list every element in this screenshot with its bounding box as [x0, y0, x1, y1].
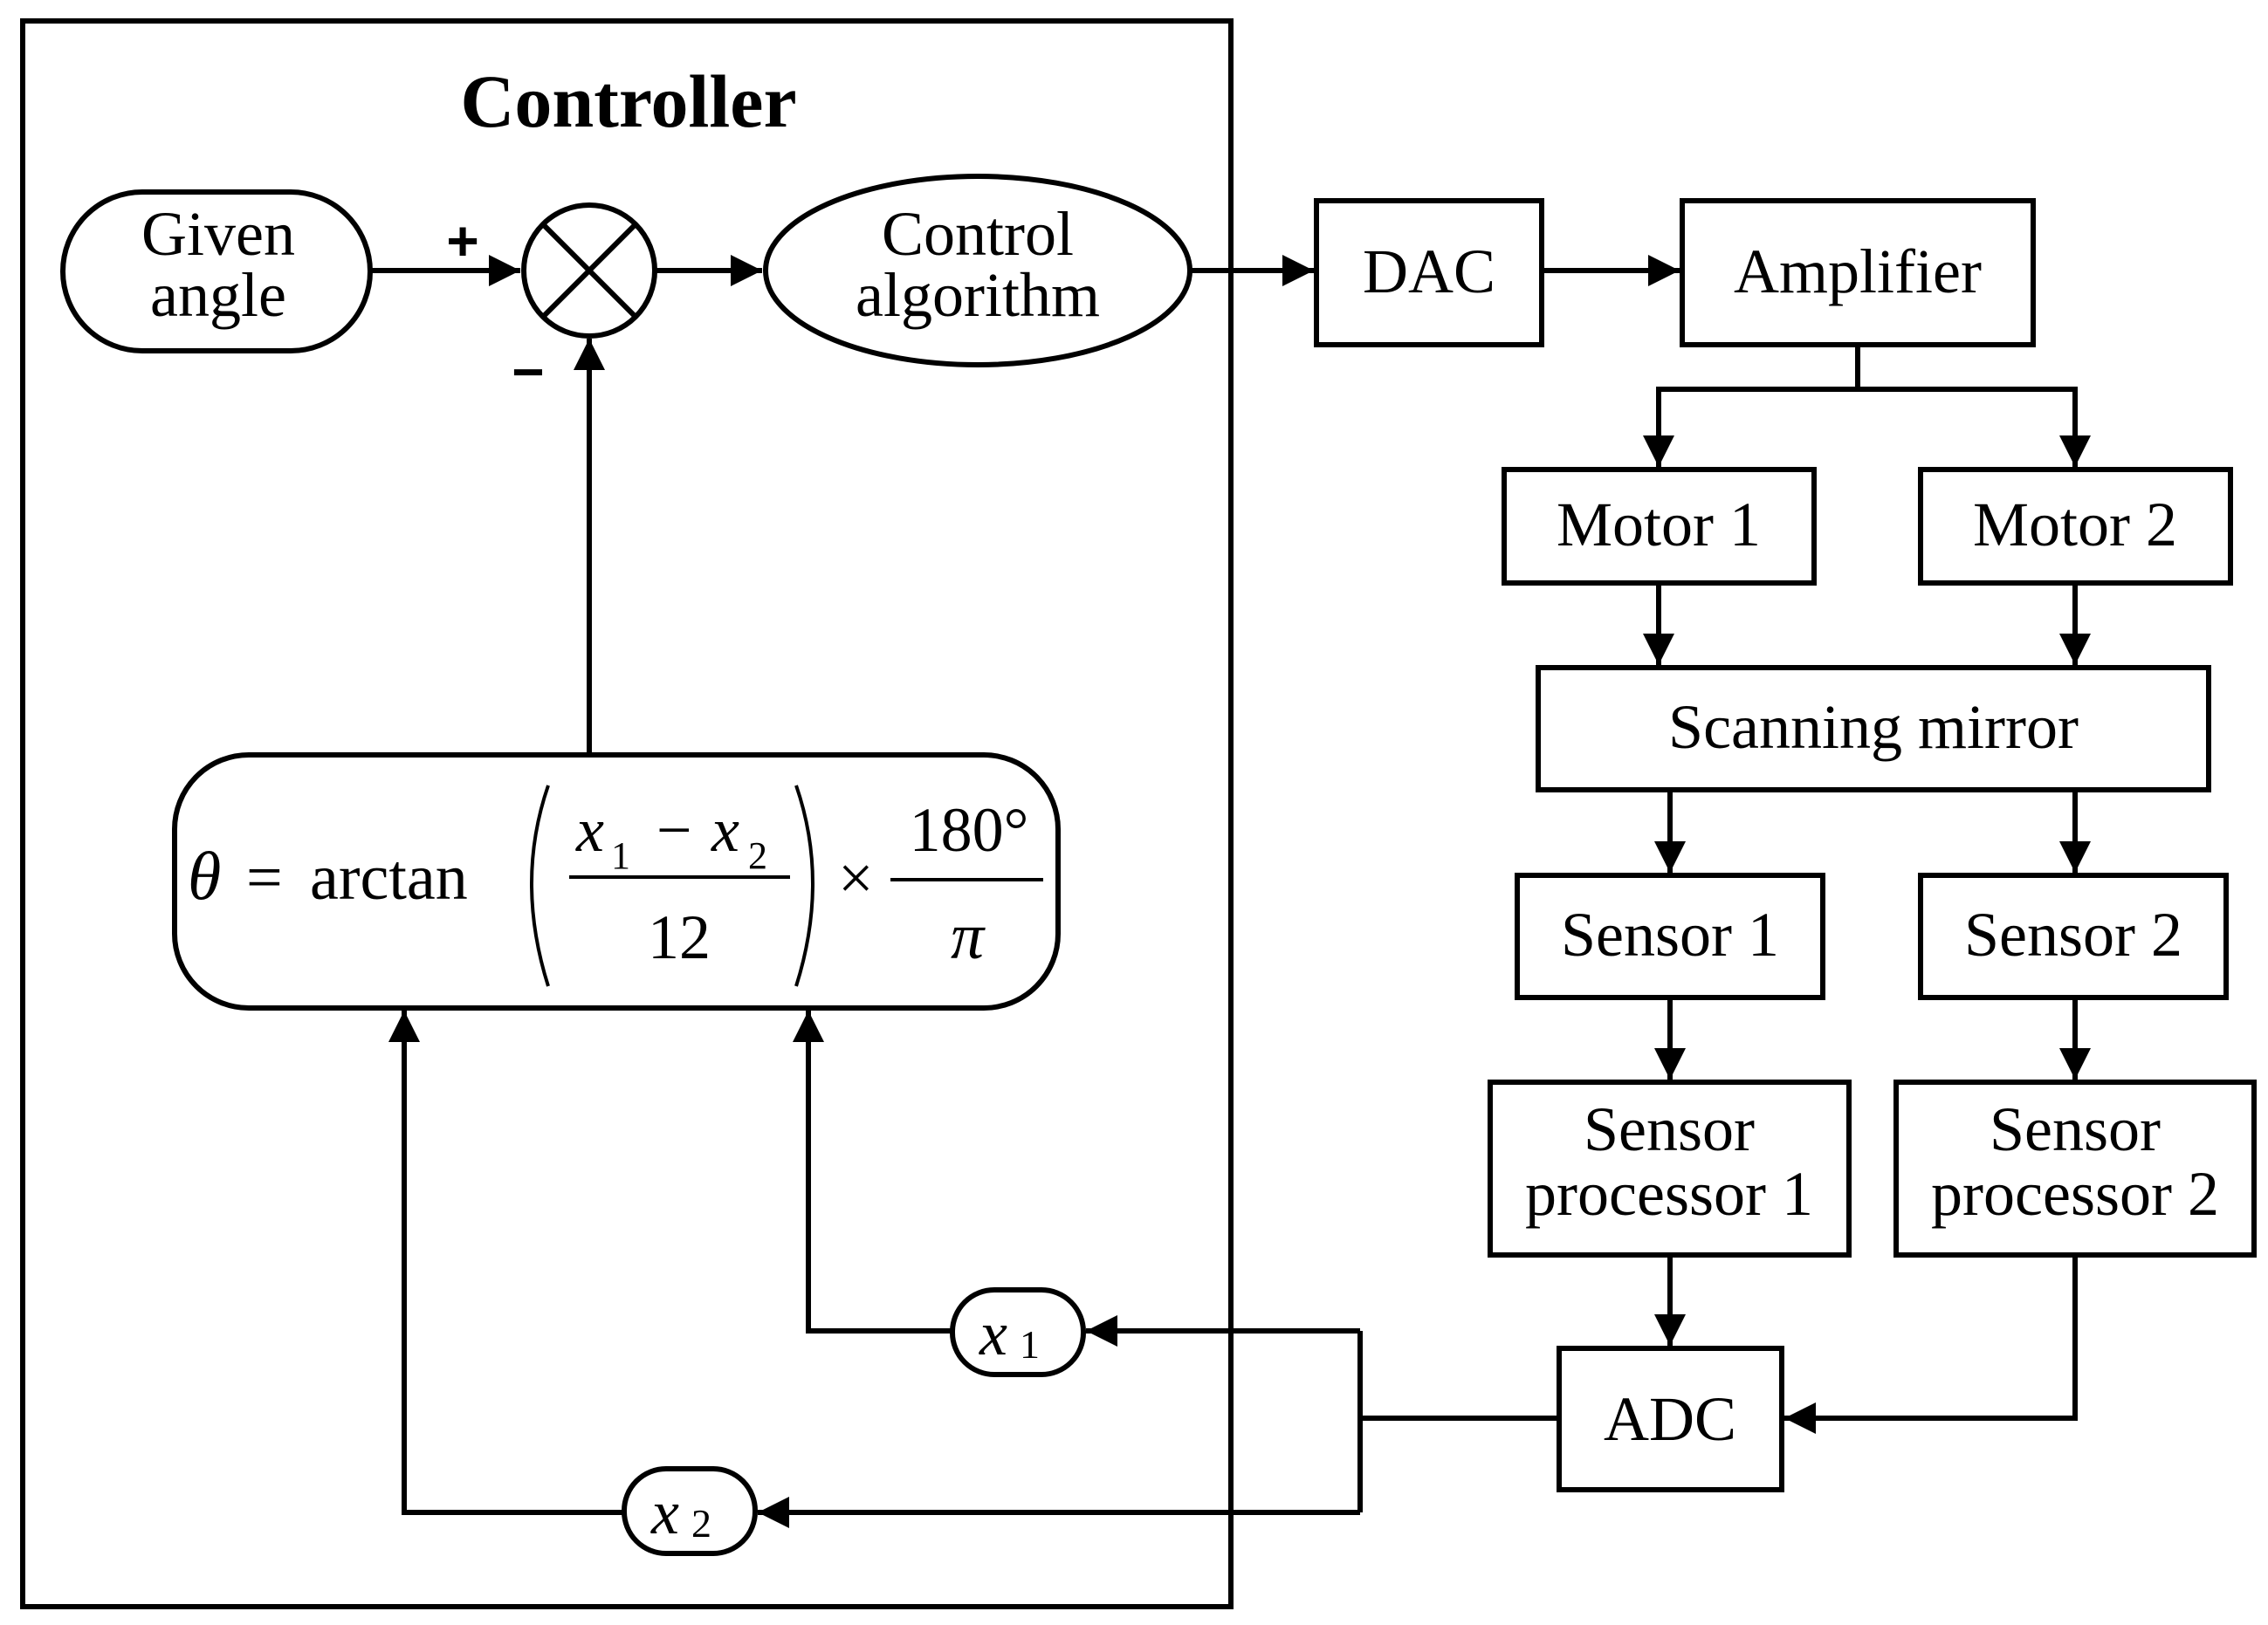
angle-formula: θ = arctan x 1 − x 2 12 × 180° π — [188, 785, 1043, 987]
controller-frame — [20, 18, 1234, 1609]
control-algorithm-label: algorithm — [856, 260, 1100, 330]
svg-text:×: × — [838, 843, 874, 913]
sensor-processor1-label: Sensor — [1584, 1094, 1755, 1164]
svg-text:arctan: arctan — [310, 842, 468, 914]
sensor2-label: Sensor 2 — [1964, 900, 2182, 970]
motor1-label: Motor 1 — [1557, 490, 1761, 559]
adc-label: ADC — [1604, 1384, 1736, 1454]
sensor1-block — [1515, 873, 1825, 1000]
motor2-label: Motor 2 — [1973, 490, 2177, 559]
sensor-processor2-label: Sensor — [1990, 1094, 2161, 1164]
x1-signal-node — [950, 1287, 1086, 1377]
sensor-processor2-label: processor 2 — [1931, 1159, 2219, 1229]
svg-text:θ: θ — [188, 838, 221, 914]
svg-text:2: 2 — [691, 1501, 711, 1546]
connectors — [370, 255, 2091, 1528]
svg-text:2: 2 — [748, 834, 767, 877]
sensor-processor1-block — [1488, 1080, 1852, 1258]
sensor-processor1-label: processor 1 — [1525, 1159, 1813, 1229]
svg-text:−: − — [656, 795, 692, 865]
motor2-block — [1918, 467, 2233, 586]
formula-box — [172, 752, 1061, 1011]
svg-text:1: 1 — [1020, 1322, 1040, 1367]
sensor-processor2-block — [1893, 1080, 2257, 1258]
scanning-mirror-block — [1536, 665, 2211, 792]
svg-text:x: x — [711, 795, 739, 865]
x2-signal-label: x — [650, 1478, 679, 1547]
svg-text:π: π — [951, 900, 986, 973]
minus-sign: − — [512, 340, 544, 403]
svg-text:=: = — [246, 842, 283, 914]
sensor2-block — [1918, 873, 2229, 1000]
svg-text:12: 12 — [648, 902, 711, 972]
given-angle-label: angle — [150, 260, 286, 330]
motor1-block — [1502, 467, 1817, 586]
given-angle-label: Given — [141, 199, 295, 269]
plus-sign: + — [446, 209, 478, 272]
x1-signal-label: x — [979, 1299, 1007, 1368]
controller-title: Controller — [460, 59, 796, 143]
amplifier-label: Amplifier — [1734, 237, 1982, 306]
svg-text:180°: 180° — [910, 795, 1029, 865]
scanning-mirror-label: Scanning mirror — [1668, 692, 2079, 762]
svg-text:x: x — [575, 795, 604, 865]
x2-signal-node — [622, 1466, 758, 1556]
sensor1-label: Sensor 1 — [1561, 900, 1779, 970]
svg-text:1: 1 — [611, 834, 630, 877]
control-algorithm-label: Control — [882, 199, 1074, 269]
dac-label: DAC — [1363, 237, 1495, 306]
amplifier-block — [1680, 198, 2036, 347]
